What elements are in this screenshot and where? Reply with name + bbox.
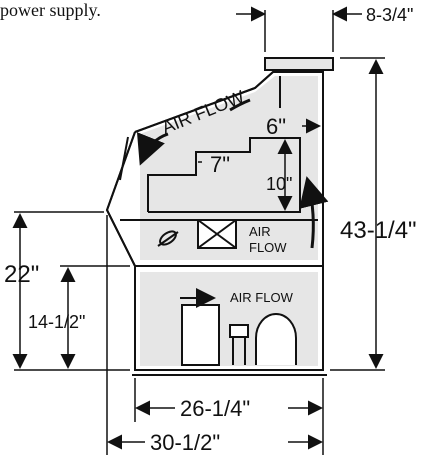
glass-inner (119, 136, 129, 181)
dimension-lines (12, 6, 385, 455)
coil-box (197, 219, 237, 249)
label-airflow-mid-1: AIR (249, 224, 271, 239)
component-dome (255, 313, 297, 365)
dim-interior-middle: 7" (210, 152, 230, 177)
label-airflow-bottom: AIR FLOW (230, 290, 294, 305)
dim-overall-width: 30-1/2" (150, 430, 220, 455)
condensing-unit (181, 304, 297, 366)
dim-top-width: 8-3/4" (366, 5, 413, 25)
top-cap (264, 57, 334, 71)
dim-inner-width: 26-1/4" (180, 396, 250, 421)
component-box (181, 304, 220, 366)
label-airflow-mid-2: FLOW (249, 240, 287, 255)
dim-interior-upper: 6" (266, 114, 286, 139)
case-outline-overlay (105, 71, 324, 371)
airflow-top-arrow (136, 132, 169, 166)
dim-left-total-height: 22" (4, 261, 39, 288)
dim-overall-height: 43-1/4" (340, 217, 417, 244)
airflow-arrows (136, 98, 329, 308)
caption-fragment: power supply. (0, 0, 101, 20)
component-knob (229, 324, 249, 338)
dim-left-lower-height: 14-1/2" (28, 312, 85, 332)
fan-icon (157, 230, 179, 247)
airflow-right-arrow (299, 176, 329, 249)
airflow-top-curve (229, 98, 251, 112)
dim-interior-vertical: 10" (266, 174, 292, 194)
